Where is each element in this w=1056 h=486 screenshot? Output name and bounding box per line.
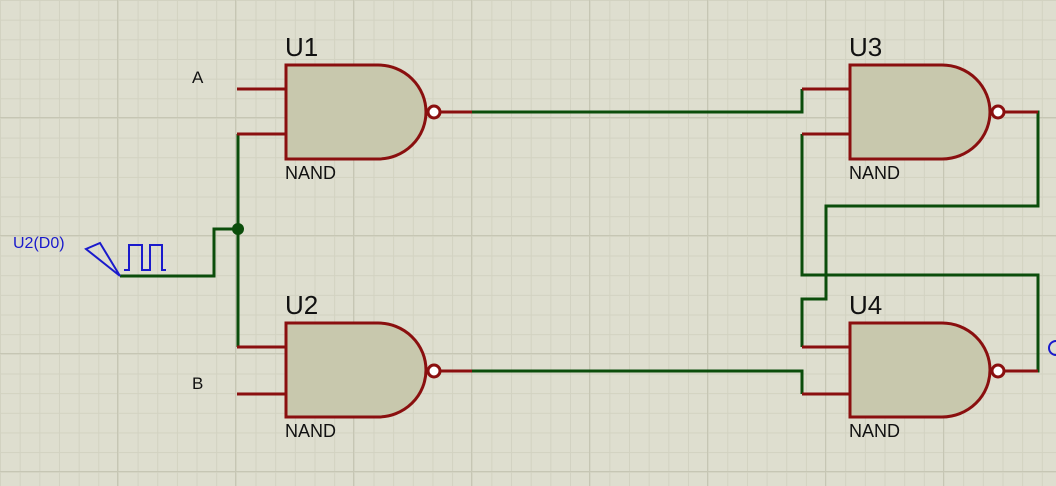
wire-generator-to-junction[interactable] [120, 227, 238, 278]
u4-output-bubble [990, 363, 1006, 379]
u3-output-bubble [990, 104, 1006, 120]
u2-output-bubble [426, 363, 442, 379]
u4-ref: U4 [849, 290, 882, 320]
gate-u3[interactable] [802, 63, 1038, 161]
u2-ref: U2 [285, 290, 318, 320]
wire-u2-to-u4[interactable] [441, 369, 804, 394]
u1-type: NAND [285, 163, 336, 183]
u4-type: NAND [849, 421, 900, 441]
output-probe-icon[interactable] [1048, 340, 1056, 356]
clock-generator[interactable] [84, 241, 166, 277]
input-label-b: B [192, 374, 203, 393]
generator-label: U2(D0) [13, 235, 65, 252]
generator-terminal-icon [84, 241, 121, 277]
u2-type: NAND [285, 421, 336, 441]
gate-u2[interactable] [237, 321, 472, 419]
u3-type: NAND [849, 163, 900, 183]
nand-gate-body-icon [848, 63, 992, 161]
nand-gate-body-icon [848, 321, 992, 419]
u1-ref: U1 [285, 32, 318, 62]
wire-u1-to-u3[interactable] [441, 89, 804, 114]
gate-u4[interactable] [802, 321, 1038, 419]
u3-ref: U3 [849, 32, 882, 62]
input-label-a: A [192, 68, 204, 87]
u1-output-bubble [426, 104, 442, 120]
gate-u1[interactable] [237, 63, 472, 161]
nand-gate-body-icon [284, 63, 428, 161]
nand-gate-body-icon [284, 321, 428, 419]
square-wave-icon [124, 244, 166, 271]
junction-dot[interactable] [232, 223, 244, 235]
